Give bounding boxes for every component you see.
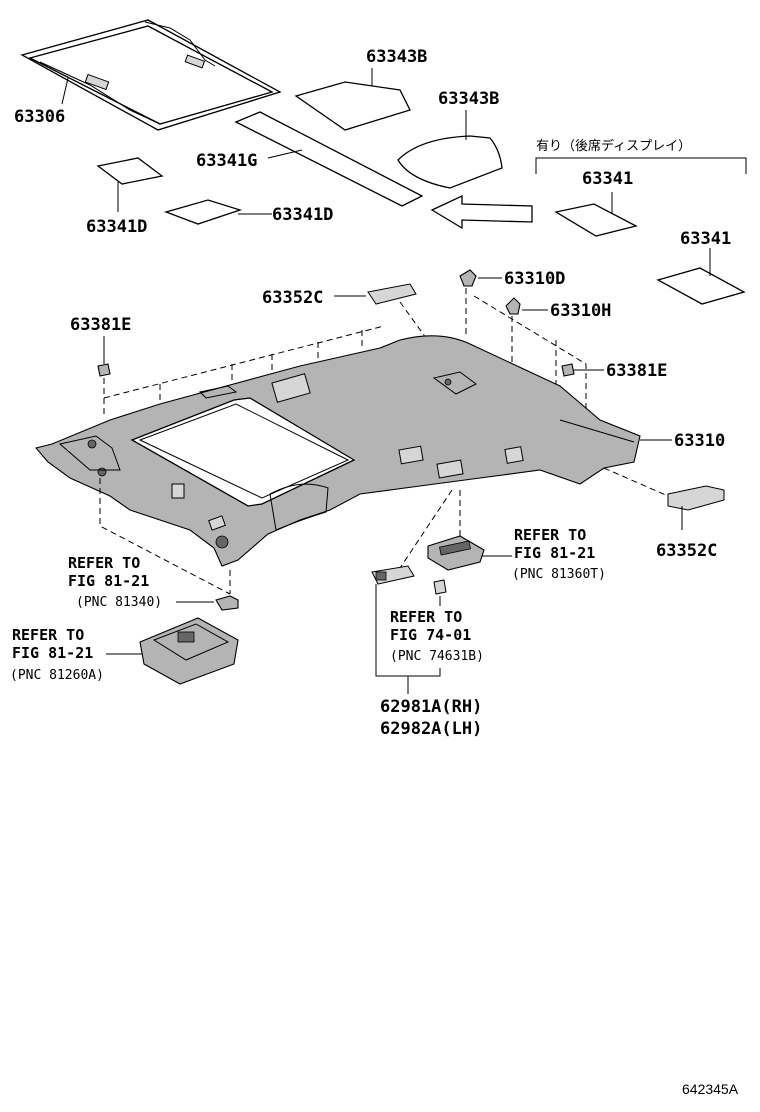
- option-bracket: [535, 157, 747, 174]
- part-number-63341g: 63341G: [196, 151, 257, 171]
- clip-63310d: [459, 269, 477, 287]
- ref1-line2: FIG 81-21: [68, 572, 149, 590]
- leader-63341g: [267, 149, 303, 159]
- visor-holder: [371, 565, 415, 585]
- dash-visor-holder: [399, 489, 453, 569]
- leader-63306: [61, 77, 69, 105]
- part-number-63310h: 63310H: [550, 301, 611, 321]
- ref3-line1: REFER TO: [514, 526, 586, 544]
- direction-arrow: [430, 194, 533, 230]
- ref2-line2: FIG 81-21: [12, 644, 93, 662]
- dash-63352c-right: [603, 467, 669, 497]
- pad-63352c-right: [667, 485, 725, 511]
- part-number-63341d-left: 63341D: [86, 217, 147, 237]
- ref1-line1: REFER TO: [68, 554, 140, 572]
- part-number-63341-upper: 63341: [582, 169, 633, 189]
- lamp-81260a: [139, 617, 239, 685]
- part-number-63310: 63310: [674, 431, 725, 451]
- part-number-63343b-upper: 63343B: [366, 47, 427, 67]
- part-number-63381e-right: 63381E: [606, 361, 667, 381]
- ref4-pnc: (PNC 74631B): [390, 649, 484, 664]
- strip-63341g: [234, 111, 424, 207]
- option-note-rear-display: 有り（後席ディスプレイ）: [536, 138, 691, 154]
- pad-63341-upper: [554, 203, 638, 237]
- pad-63343b-lower: [397, 135, 503, 189]
- part-number-63341-lower: 63341: [680, 229, 731, 249]
- part-number-63381e-left: 63381E: [70, 315, 131, 335]
- figure-id: 642345A: [682, 1081, 739, 1097]
- pad-63343b-upper: [294, 81, 411, 131]
- dash-63352c-top: [399, 301, 427, 339]
- pad-63352c-top: [367, 283, 417, 305]
- part-number-63352c-right: 63352C: [656, 541, 717, 561]
- ref3-pnc: (PNC 81360T): [512, 567, 606, 582]
- ref3-line2: FIG 81-21: [514, 544, 595, 562]
- clip-63310h: [505, 297, 521, 315]
- pad-63341d-left: [96, 157, 164, 185]
- ref4-line1: REFER TO: [390, 608, 462, 626]
- clip-63381e-right: [561, 363, 575, 377]
- part-number-63341d-right: 63341D: [272, 205, 333, 225]
- sunshade-panel-part: [20, 19, 282, 131]
- ref2-pnc: (PNC 81260A): [10, 668, 104, 683]
- ref2-line1: REFER TO: [12, 626, 84, 644]
- ref4-line2: FIG 74-01: [390, 626, 471, 644]
- visor-clip-74631b: [433, 579, 447, 595]
- ref1-pnc: (PNC 81340): [76, 595, 162, 610]
- part-number-63352c-top: 63352C: [262, 288, 323, 308]
- part-number-62981a: 62981A(RH): [380, 697, 482, 717]
- dash-lamp-left: [99, 478, 231, 595]
- pad-63341d-right: [163, 199, 243, 225]
- dash-top-edge: [103, 325, 385, 399]
- dash-right-top: [473, 295, 587, 420]
- headlining-63310: [35, 335, 641, 567]
- part-number-63310d: 63310D: [504, 269, 565, 289]
- part-number-63343b-lower: 63343B: [438, 89, 499, 109]
- lamp-81360t: [427, 535, 485, 571]
- pad-63341-lower: [656, 267, 746, 305]
- part-number-63306: 63306: [14, 107, 65, 127]
- lamp-81340: [215, 595, 239, 611]
- part-number-62982a: 62982A(LH): [380, 719, 482, 739]
- clip-63381e-left: [97, 363, 111, 377]
